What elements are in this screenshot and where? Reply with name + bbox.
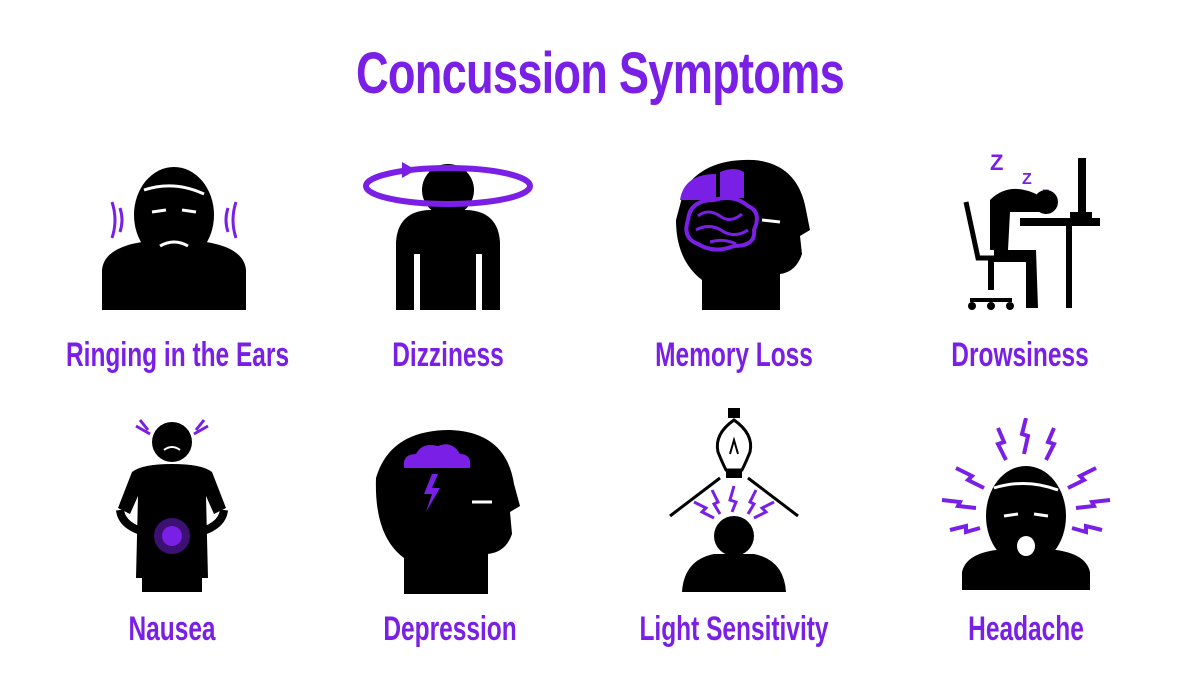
depression-icon [375, 430, 520, 594]
symptom-label-memory-loss: Memory Loss [655, 336, 813, 374]
symptom-card-ringing-ears: Ringing in the Ears [24, 150, 324, 390]
symptom-card-drowsiness: Z Z Z Drowsiness [870, 150, 1170, 390]
symptom-card-headache: Headache [876, 418, 1176, 658]
light-sensitivity-icon [669, 408, 799, 592]
page-title: Concussion Symptoms [356, 41, 845, 106]
ear-ringing-icon [102, 167, 246, 310]
memory-loss-icon [676, 159, 810, 310]
symptom-card-memory-loss: Memory Loss [584, 150, 884, 390]
symptom-card-depression: Depression [300, 418, 600, 658]
symptom-label-drowsiness: Drowsiness [951, 336, 1089, 374]
symptom-label-light-sensitivity: Light Sensitivity [639, 610, 829, 648]
nausea-icon [116, 419, 228, 592]
symptom-card-light-sensitivity: Light Sensitivity [584, 404, 884, 658]
symptom-label-dizziness: Dizziness [392, 336, 504, 374]
drowsiness-icon: Z Z Z [963, 150, 1100, 310]
symptom-label-ringing-ears: Ringing in the Ears [65, 336, 290, 374]
symptom-label-depression: Depression [383, 610, 517, 648]
svg-text:Z: Z [1022, 171, 1032, 188]
symptom-label-nausea: Nausea [128, 610, 216, 648]
svg-text:Z: Z [990, 150, 1003, 175]
symptom-card-dizziness: Dizziness [298, 150, 598, 390]
dizziness-icon [363, 162, 533, 310]
symptom-label-headache: Headache [968, 610, 1084, 648]
symptom-card-nausea: Nausea [22, 418, 322, 658]
headache-icon [941, 418, 1111, 590]
